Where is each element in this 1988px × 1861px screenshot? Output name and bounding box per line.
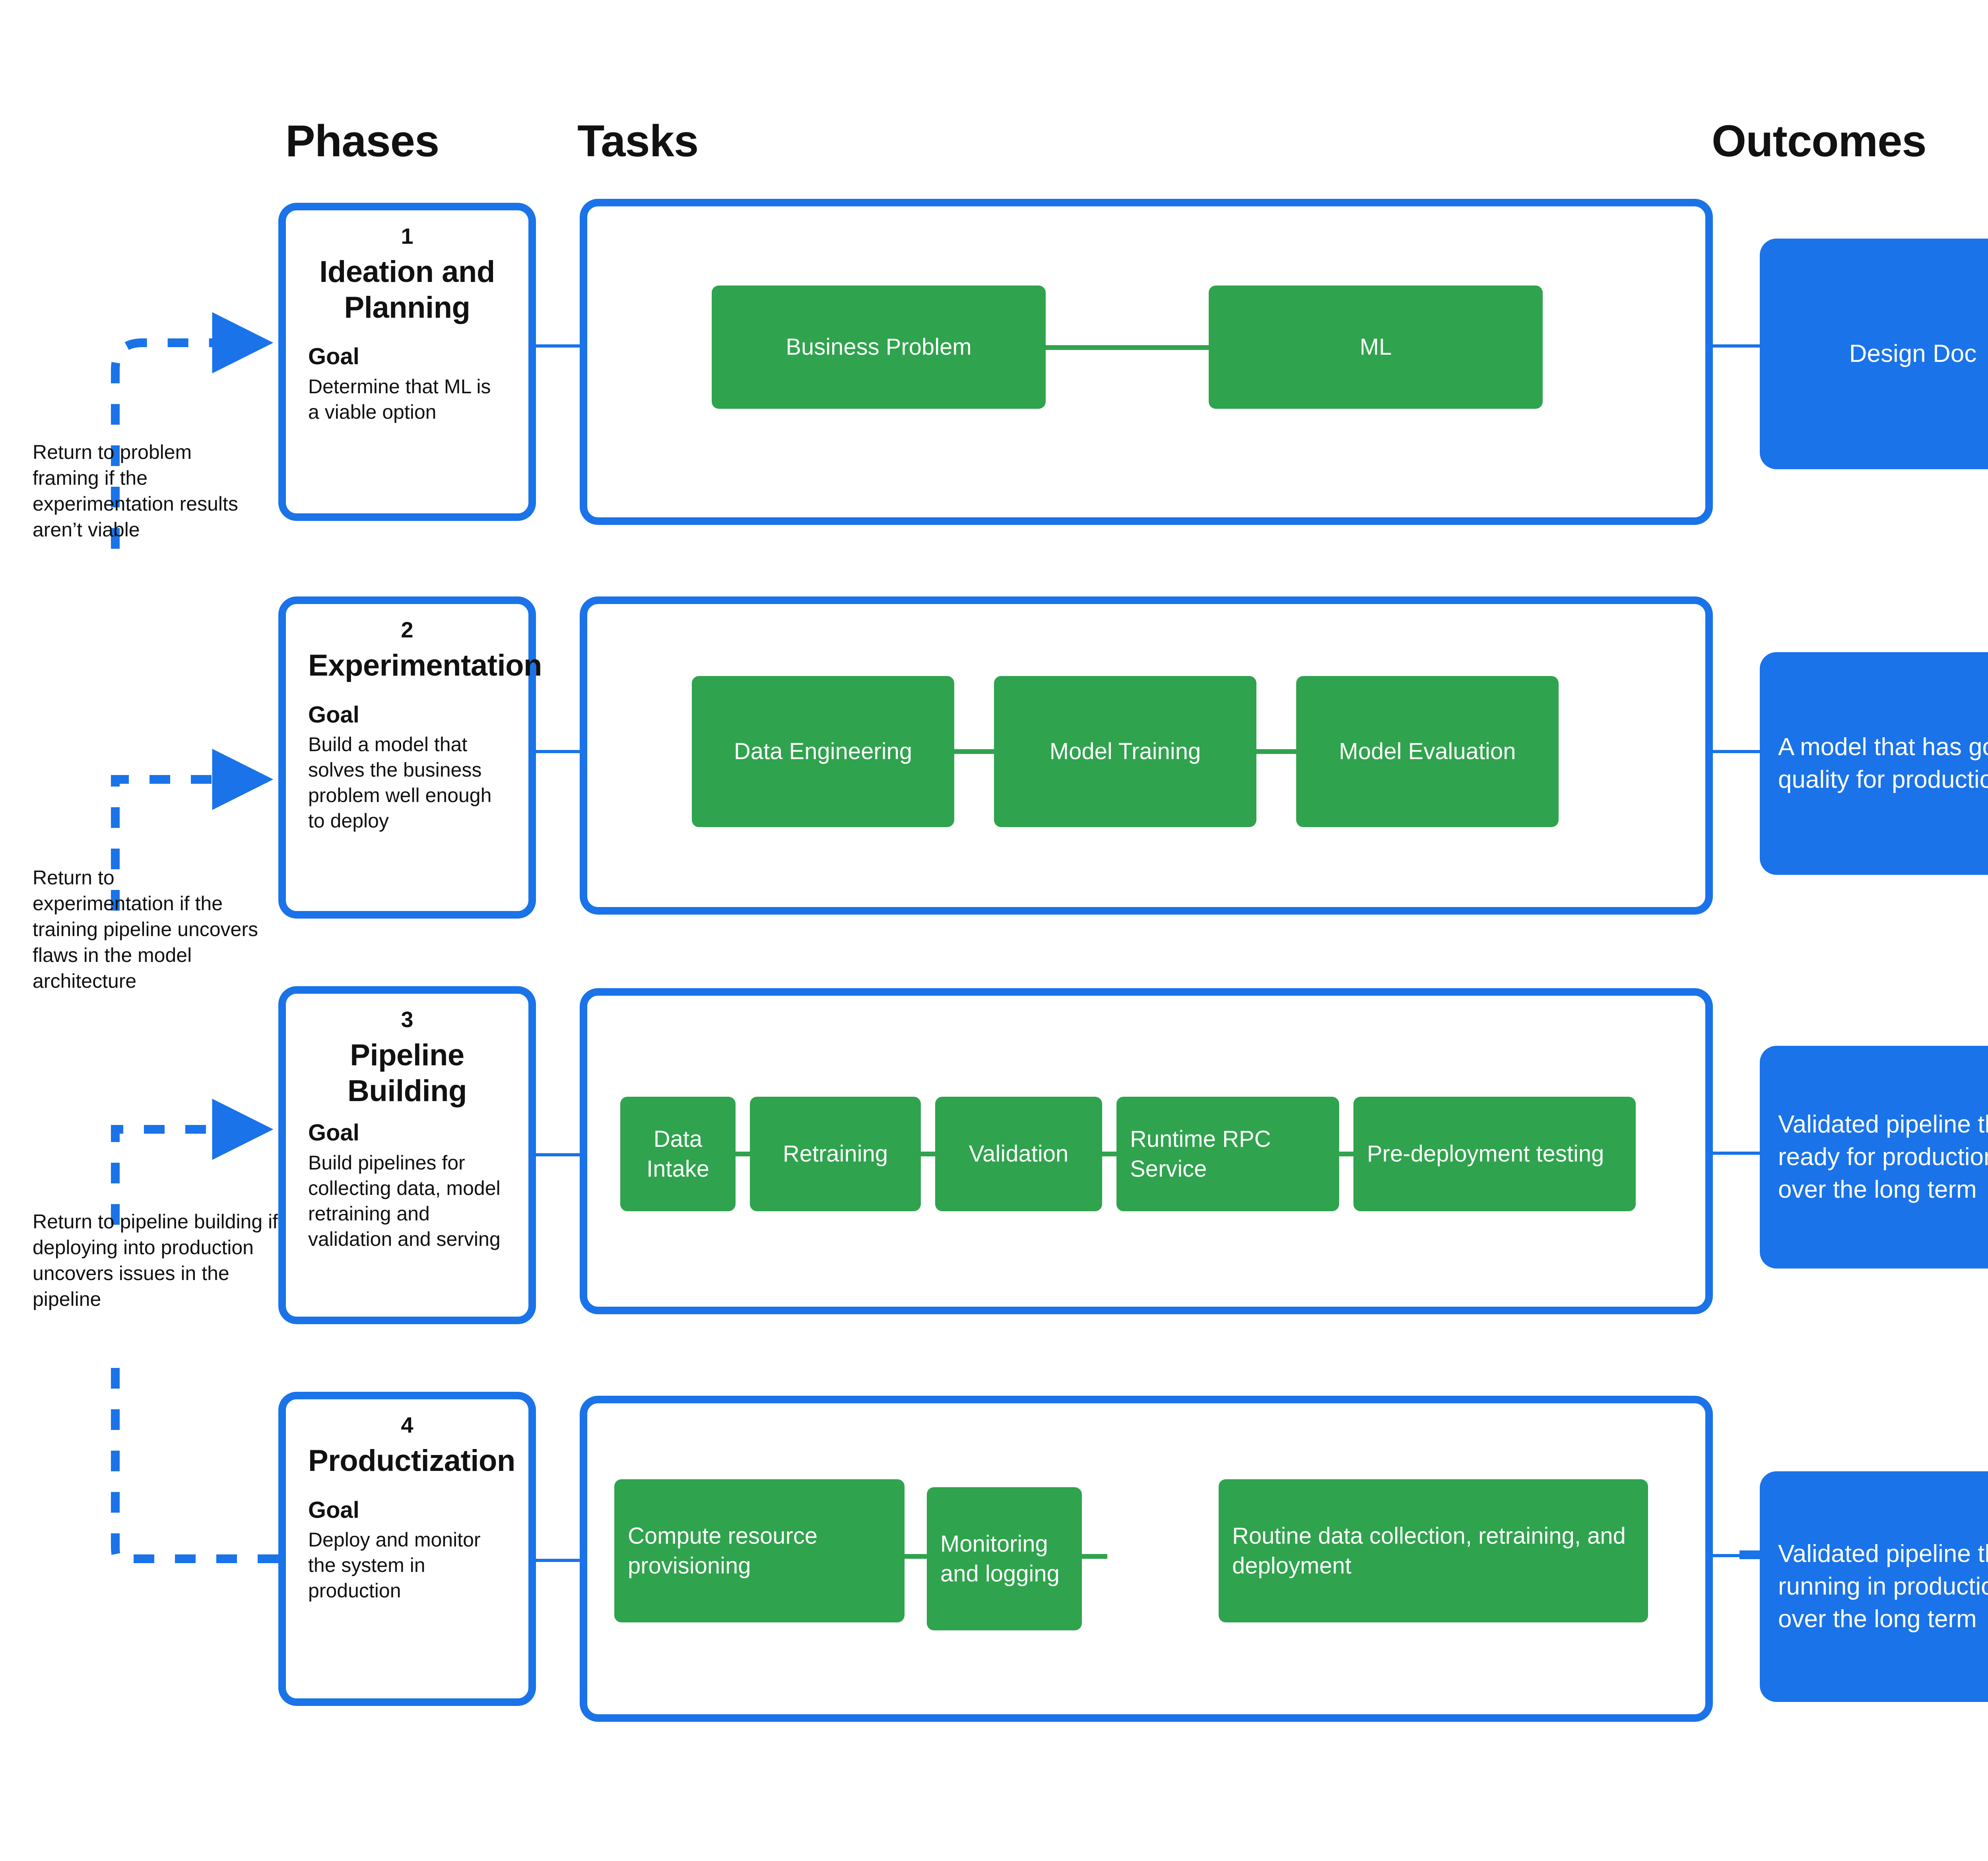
phase-goal-text-3: Build pipelines for collecting data, mod… [308,1151,501,1250]
phase-number-3: 3 [401,1007,414,1032]
task-box-ml[interactable]: ML [1209,286,1543,409]
task-box-validation[interactable]: Validation [935,1097,1102,1211]
phase-goal-2: Goal Build a model that solves the busin… [308,701,506,834]
phase-goal-label-2: Goal [308,701,359,728]
phase-title-1: Ideation and Planning [319,255,495,324]
feedback-arrow-long-left [111,1368,278,1563]
connector-task-row4-b [1082,1554,1107,1559]
connector-task-row3-a [736,1152,750,1156]
phase-number-4: 4 [401,1412,414,1438]
phase-goal-1: Goal Determine that ML is a viable optio… [308,343,506,425]
phase-title-2: Experimentation [308,649,542,682]
connector-task-row2-b [1256,749,1296,754]
connector-task-row3-c [1102,1152,1116,1156]
phase-goal-4: Goal Deploy and monitor the system in pr… [308,1496,506,1604]
phase-number-2: 2 [401,617,414,642]
task-box-monitoring-and-logging[interactable]: Monitoring and logging [927,1487,1082,1630]
task-box-routine-data-collection[interactable]: Routine data collection, retraining, and… [1219,1479,1648,1622]
phase-goal-label-1: Goal [308,344,359,370]
task-box-model-evaluation[interactable]: Model Evaluation [1296,676,1559,827]
connector-phase2-tasks2 [536,750,580,753]
connector-task-row2-a [954,749,994,754]
phase-card-2[interactable]: 2 Experimentation Goal Build a model tha… [278,596,542,919]
connector-task-row1 [1046,345,1209,350]
task-box-runtime-rpc-service[interactable]: Runtime RPC Service [1116,1097,1339,1211]
task-box-retraining[interactable]: Retraining [750,1097,921,1211]
note-return-to-experimentation: Return to experimentation if the trainin… [33,866,258,992]
phase-goal-text-2: Build a model that solves the business p… [308,733,492,832]
phase-goal-text-1: Determine that ML is a viable option [308,375,491,423]
phase-goal-label-4: Goal [308,1497,359,1523]
outcome-box-good-model[interactable]: A model that has good quality for produc… [1760,652,1988,875]
phase-card-1[interactable]: 1 Ideation and Planning Goal Determine t… [278,203,536,521]
outcome-box-validated-pipeline-running[interactable]: Validated pipeline that’s running in pro… [1760,1471,1988,1702]
connector-phase4-tasks4 [536,1559,580,1562]
note-return-to-pipeline-building: Return to pipeline building if deploying… [33,1210,278,1310]
task-box-compute-resource-provisioning[interactable]: Compute resource provisioning [614,1479,905,1622]
phase-goal-text-4: Deploy and monitor the system in product… [308,1529,481,1602]
connector-task-row3-b [921,1152,935,1156]
phase-title-3: Pipeline Building [348,1038,467,1108]
phase-card-4[interactable]: 4 Productization Goal Deploy and monitor… [278,1392,536,1706]
column-header-phases: Phases [285,116,439,166]
phase-goal-label-3: Goal [308,1120,359,1146]
task-box-business-problem[interactable]: Business Problem [712,286,1046,409]
task-box-model-training[interactable]: Model Training [994,676,1256,827]
task-box-data-engineering[interactable]: Data Engineering [692,676,954,827]
connector-tasks2-outcome2 [1713,750,1760,753]
connector-tasks4-outcome4 [1713,1554,1760,1557]
column-header-tasks: Tasks [577,116,699,166]
connector-task-row3-d [1339,1152,1353,1156]
column-header-outcomes: Outcomes [1712,116,1927,166]
task-box-pre-deployment-testing[interactable]: Pre-deployment testing [1353,1097,1636,1211]
phase-card-3[interactable]: 3 Pipeline Building Goal Build pipelines… [278,986,536,1324]
phase-number-1: 1 [401,223,414,249]
connector-phase3-tasks3 [536,1153,580,1156]
connector-tasks3-outcome3 [1713,1152,1760,1155]
note-return-to-problem-framing: Return to problem framing if the experim… [33,441,238,541]
task-box-data-intake[interactable]: Data Intake [620,1097,736,1211]
connector-phase1-tasks1 [536,344,580,348]
outcome-box-validated-pipeline-ready[interactable]: Validated pipeline that’s ready for prod… [1760,1046,1988,1269]
phase-goal-3: Goal Build pipelines for collecting data… [308,1119,506,1252]
outcome-box-design-doc[interactable]: Design Doc [1760,239,1988,469]
connector-tasks1-outcome1 [1713,344,1760,348]
connector-task-row4-a [905,1554,927,1559]
phase-title-4: Productization [308,1444,515,1478]
